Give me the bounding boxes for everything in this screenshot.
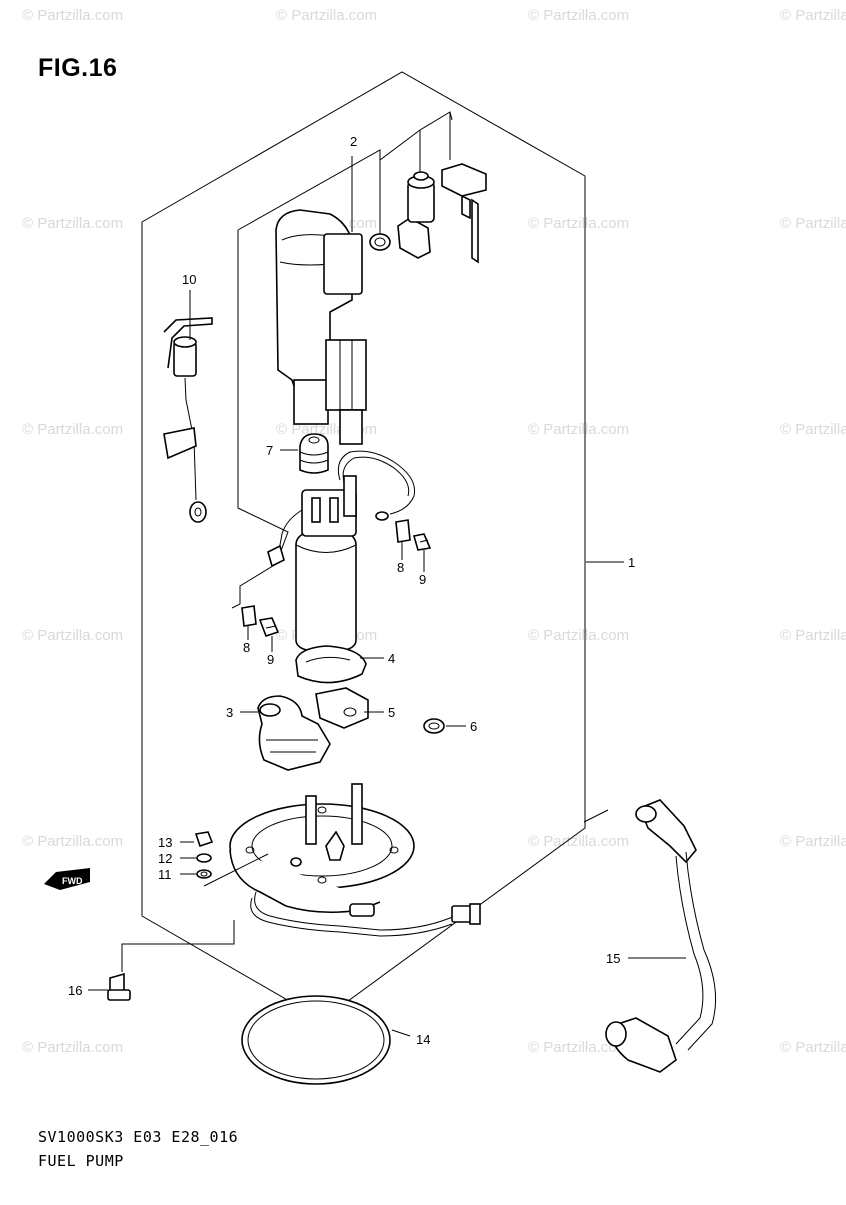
part-6-damper[interactable] bbox=[299, 433, 329, 474]
callout-11: 11 bbox=[158, 867, 172, 882]
part-8-clip-right[interactable] bbox=[395, 519, 411, 543]
callout-15: 15 bbox=[606, 951, 620, 966]
callout-7: 6 bbox=[470, 719, 477, 734]
callout-4: 4 bbox=[388, 651, 395, 666]
bracket[interactable] bbox=[441, 163, 487, 264]
callout-14: 14 bbox=[416, 1032, 430, 1047]
part-16-bolt[interactable] bbox=[107, 972, 131, 1001]
pump-mounting-plate[interactable] bbox=[229, 783, 481, 937]
part-9-screw-right[interactable] bbox=[412, 533, 432, 551]
pressure-regulator[interactable] bbox=[369, 171, 435, 259]
fwd-label: FWD bbox=[62, 876, 83, 886]
watermark: © Partzilla.com bbox=[22, 627, 123, 644]
callout-12: 12 bbox=[158, 851, 172, 866]
callout-9: 9 bbox=[419, 572, 426, 587]
part-10-fuel-level-sender[interactable] bbox=[163, 317, 213, 523]
watermark: © Partzilla.com bbox=[22, 833, 123, 850]
leader-fasteners bbox=[203, 853, 269, 887]
callout-8: 8 bbox=[397, 560, 404, 575]
part-12-washer[interactable] bbox=[196, 853, 212, 863]
leader-16-frame bbox=[121, 920, 235, 972]
callout-13: 13 bbox=[158, 835, 172, 850]
callout-5: 5 bbox=[388, 705, 395, 720]
watermark: © Partzilla.com bbox=[780, 215, 846, 232]
figure-name: FUEL PUMP bbox=[38, 1152, 124, 1170]
watermark: © Partzilla.com bbox=[528, 7, 629, 24]
part-9-screw-left[interactable] bbox=[258, 617, 280, 638]
part-2-filter-housing[interactable] bbox=[275, 209, 367, 445]
watermark: © Partzilla.com bbox=[528, 833, 629, 850]
watermark: © Partzilla.com bbox=[528, 1039, 629, 1056]
part-5-cushion[interactable] bbox=[315, 687, 369, 729]
part-4-pump-holder[interactable] bbox=[295, 645, 367, 684]
callout-8: 8 bbox=[243, 640, 250, 655]
part-8-clip-left[interactable] bbox=[241, 605, 257, 627]
fuel-pump-motor[interactable] bbox=[267, 450, 416, 653]
leader-14 bbox=[391, 1029, 411, 1037]
callout-6: 7 bbox=[266, 443, 273, 458]
watermark: © Partzilla.com bbox=[528, 421, 629, 438]
figure-title: FIG.16 bbox=[38, 54, 118, 82]
watermark: © Partzilla.com bbox=[528, 627, 629, 644]
watermark: © Partzilla.com bbox=[780, 627, 846, 644]
leader-15-frame bbox=[583, 809, 609, 823]
watermark: © Partzilla.com bbox=[780, 833, 846, 850]
part-13-nut[interactable] bbox=[194, 831, 214, 848]
watermark: © Partzilla.com bbox=[276, 7, 377, 24]
part-15-fuel-hose[interactable] bbox=[605, 799, 717, 1073]
watermark: © Partzilla.com bbox=[22, 215, 123, 232]
watermark: © Partzilla.com bbox=[22, 421, 123, 438]
callout-16: 16 bbox=[68, 983, 82, 998]
part-14-gasket[interactable] bbox=[241, 995, 391, 1085]
part-11-washer[interactable] bbox=[196, 869, 212, 879]
part-3-fuel-filter[interactable] bbox=[257, 695, 331, 771]
watermark: © Partzilla.com bbox=[22, 7, 123, 24]
model-code: SV1000SK3 E03 E28_016 bbox=[38, 1128, 239, 1146]
callout-3: 3 bbox=[226, 705, 233, 720]
part-7-o-ring[interactable] bbox=[423, 718, 445, 734]
fwd-arrow-icon: FWD bbox=[44, 868, 90, 890]
callout-10: 10 bbox=[182, 272, 196, 287]
watermark: © Partzilla.com bbox=[780, 1039, 846, 1056]
callout-2: 2 bbox=[350, 134, 357, 149]
callout-9: 9 bbox=[267, 652, 274, 667]
assembly-outline bbox=[141, 71, 586, 1021]
watermark: © Partzilla.com bbox=[780, 421, 846, 438]
watermark-layer: © Partzilla.com © Partzilla.com © Partzi… bbox=[22, 7, 846, 1056]
watermark: © Partzilla.com bbox=[22, 1039, 123, 1056]
watermark: © Partzilla.com bbox=[528, 215, 629, 232]
callout-1: 1 bbox=[628, 555, 635, 570]
watermark: © Partzilla.com bbox=[780, 7, 846, 24]
